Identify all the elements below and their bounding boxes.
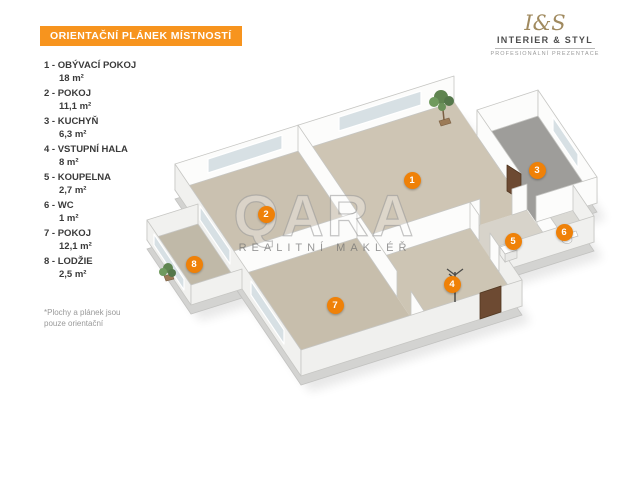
loggia-parapet-bottom (190, 268, 243, 306)
legend-label: 7 - POKOJ (44, 228, 91, 239)
wall-bath-hall-a (469, 201, 480, 242)
window-glass (338, 90, 422, 132)
room-marker-2: 2 (257, 205, 275, 223)
legend-item: 5 - KOUPELNA 2,7 m² (44, 172, 204, 197)
plant-foliage (429, 97, 439, 107)
room-marker-7: 7 (326, 296, 344, 314)
room-marker-4: 4 (443, 275, 461, 293)
plant-foliage (438, 103, 446, 111)
legend-item: 3 - KUCHYŇ 6,3 m² (44, 116, 204, 141)
footnote-line-2: pouze orientační (44, 319, 104, 328)
legend-label: 5 - KOUPELNA (44, 172, 112, 183)
window-glass (552, 116, 579, 169)
legend-label: 6 - WC (44, 200, 74, 211)
window-glass (207, 134, 283, 174)
wall-room7-hall-a (356, 211, 398, 298)
plant-pot (438, 117, 452, 127)
wall-living-hall-b (511, 183, 528, 216)
room-legend: 1 - OBÝVACÍ POKOJ 18 m² 2 - POKOJ 11,1 m… (44, 60, 204, 284)
room-marker-6: 6 (555, 223, 573, 241)
legend-area: 11,1 m² (59, 100, 92, 112)
logo-name: INTERIER & STYL (496, 35, 593, 45)
logo-divider (495, 48, 595, 49)
legend-label: 4 - VSTUPNÍ HALA (44, 144, 128, 155)
legend-item: 2 - POKOJ 11,1 m² (44, 88, 204, 113)
company-logo: I&S INTERIER & STYL PROFESIONÁLNÍ PREZEN… (487, 12, 603, 57)
legend-item: 6 - WC 1 m² (44, 200, 204, 225)
disclaimer-footnote: *Plochy a plánek jsou pouze orientační (44, 307, 121, 329)
legend-area: 2,7 m² (59, 184, 87, 196)
room-marker-8: 8 (185, 255, 203, 273)
footnote-line-1: *Plochy a plánek jsou (44, 308, 121, 317)
room-marker-1: 1 (403, 171, 421, 189)
legend-item: 1 - OBÝVACÍ POKOJ 18 m² (44, 60, 204, 85)
page-title: ORIENTAČNÍ PLÁNEK MÍSTNOSTÍ (40, 26, 242, 46)
legend-area: 6,3 m² (59, 128, 87, 140)
logo-monogram: I&S (524, 11, 566, 35)
window-glass (250, 280, 285, 345)
walls (146, 75, 598, 377)
legend-label: 3 - KUCHYŇ (44, 116, 99, 127)
legend-area: 1 m² (59, 212, 79, 224)
plant-foliage (444, 96, 454, 106)
logo-tagline: PROFESIONÁLNÍ PREZENTACE (490, 51, 600, 57)
loggia-plant-foliage (159, 268, 167, 276)
legend-label: 2 - POKOJ (44, 88, 91, 99)
coat-rack-arm (454, 268, 464, 276)
legend-area: 18 m² (59, 72, 84, 84)
legend-area: 12,1 m² (59, 240, 92, 252)
legend-label: 1 - OBÝVACÍ POKOJ (44, 60, 137, 71)
door-panel-entrance (479, 285, 502, 320)
legend-area: 8 m² (59, 156, 79, 168)
legend-item: 8 - LODŽIE 2,5 m² (44, 256, 204, 281)
legend-label: 8 - LODŽIE (44, 256, 93, 267)
room-marker-5: 5 (504, 232, 522, 250)
legend-area: 2,5 m² (59, 268, 87, 280)
coat-rack-arm (446, 268, 456, 276)
wall-bottom-front (300, 279, 523, 377)
legend-item: 4 - VSTUPNÍ HALA 8 m² (44, 144, 204, 169)
window-glass (199, 205, 231, 265)
legend-item: 7 - POKOJ 12,1 m² (44, 228, 204, 253)
room-marker-3: 3 (528, 161, 546, 179)
washer-side (499, 245, 506, 264)
loggia-plant-foliage (168, 269, 176, 277)
